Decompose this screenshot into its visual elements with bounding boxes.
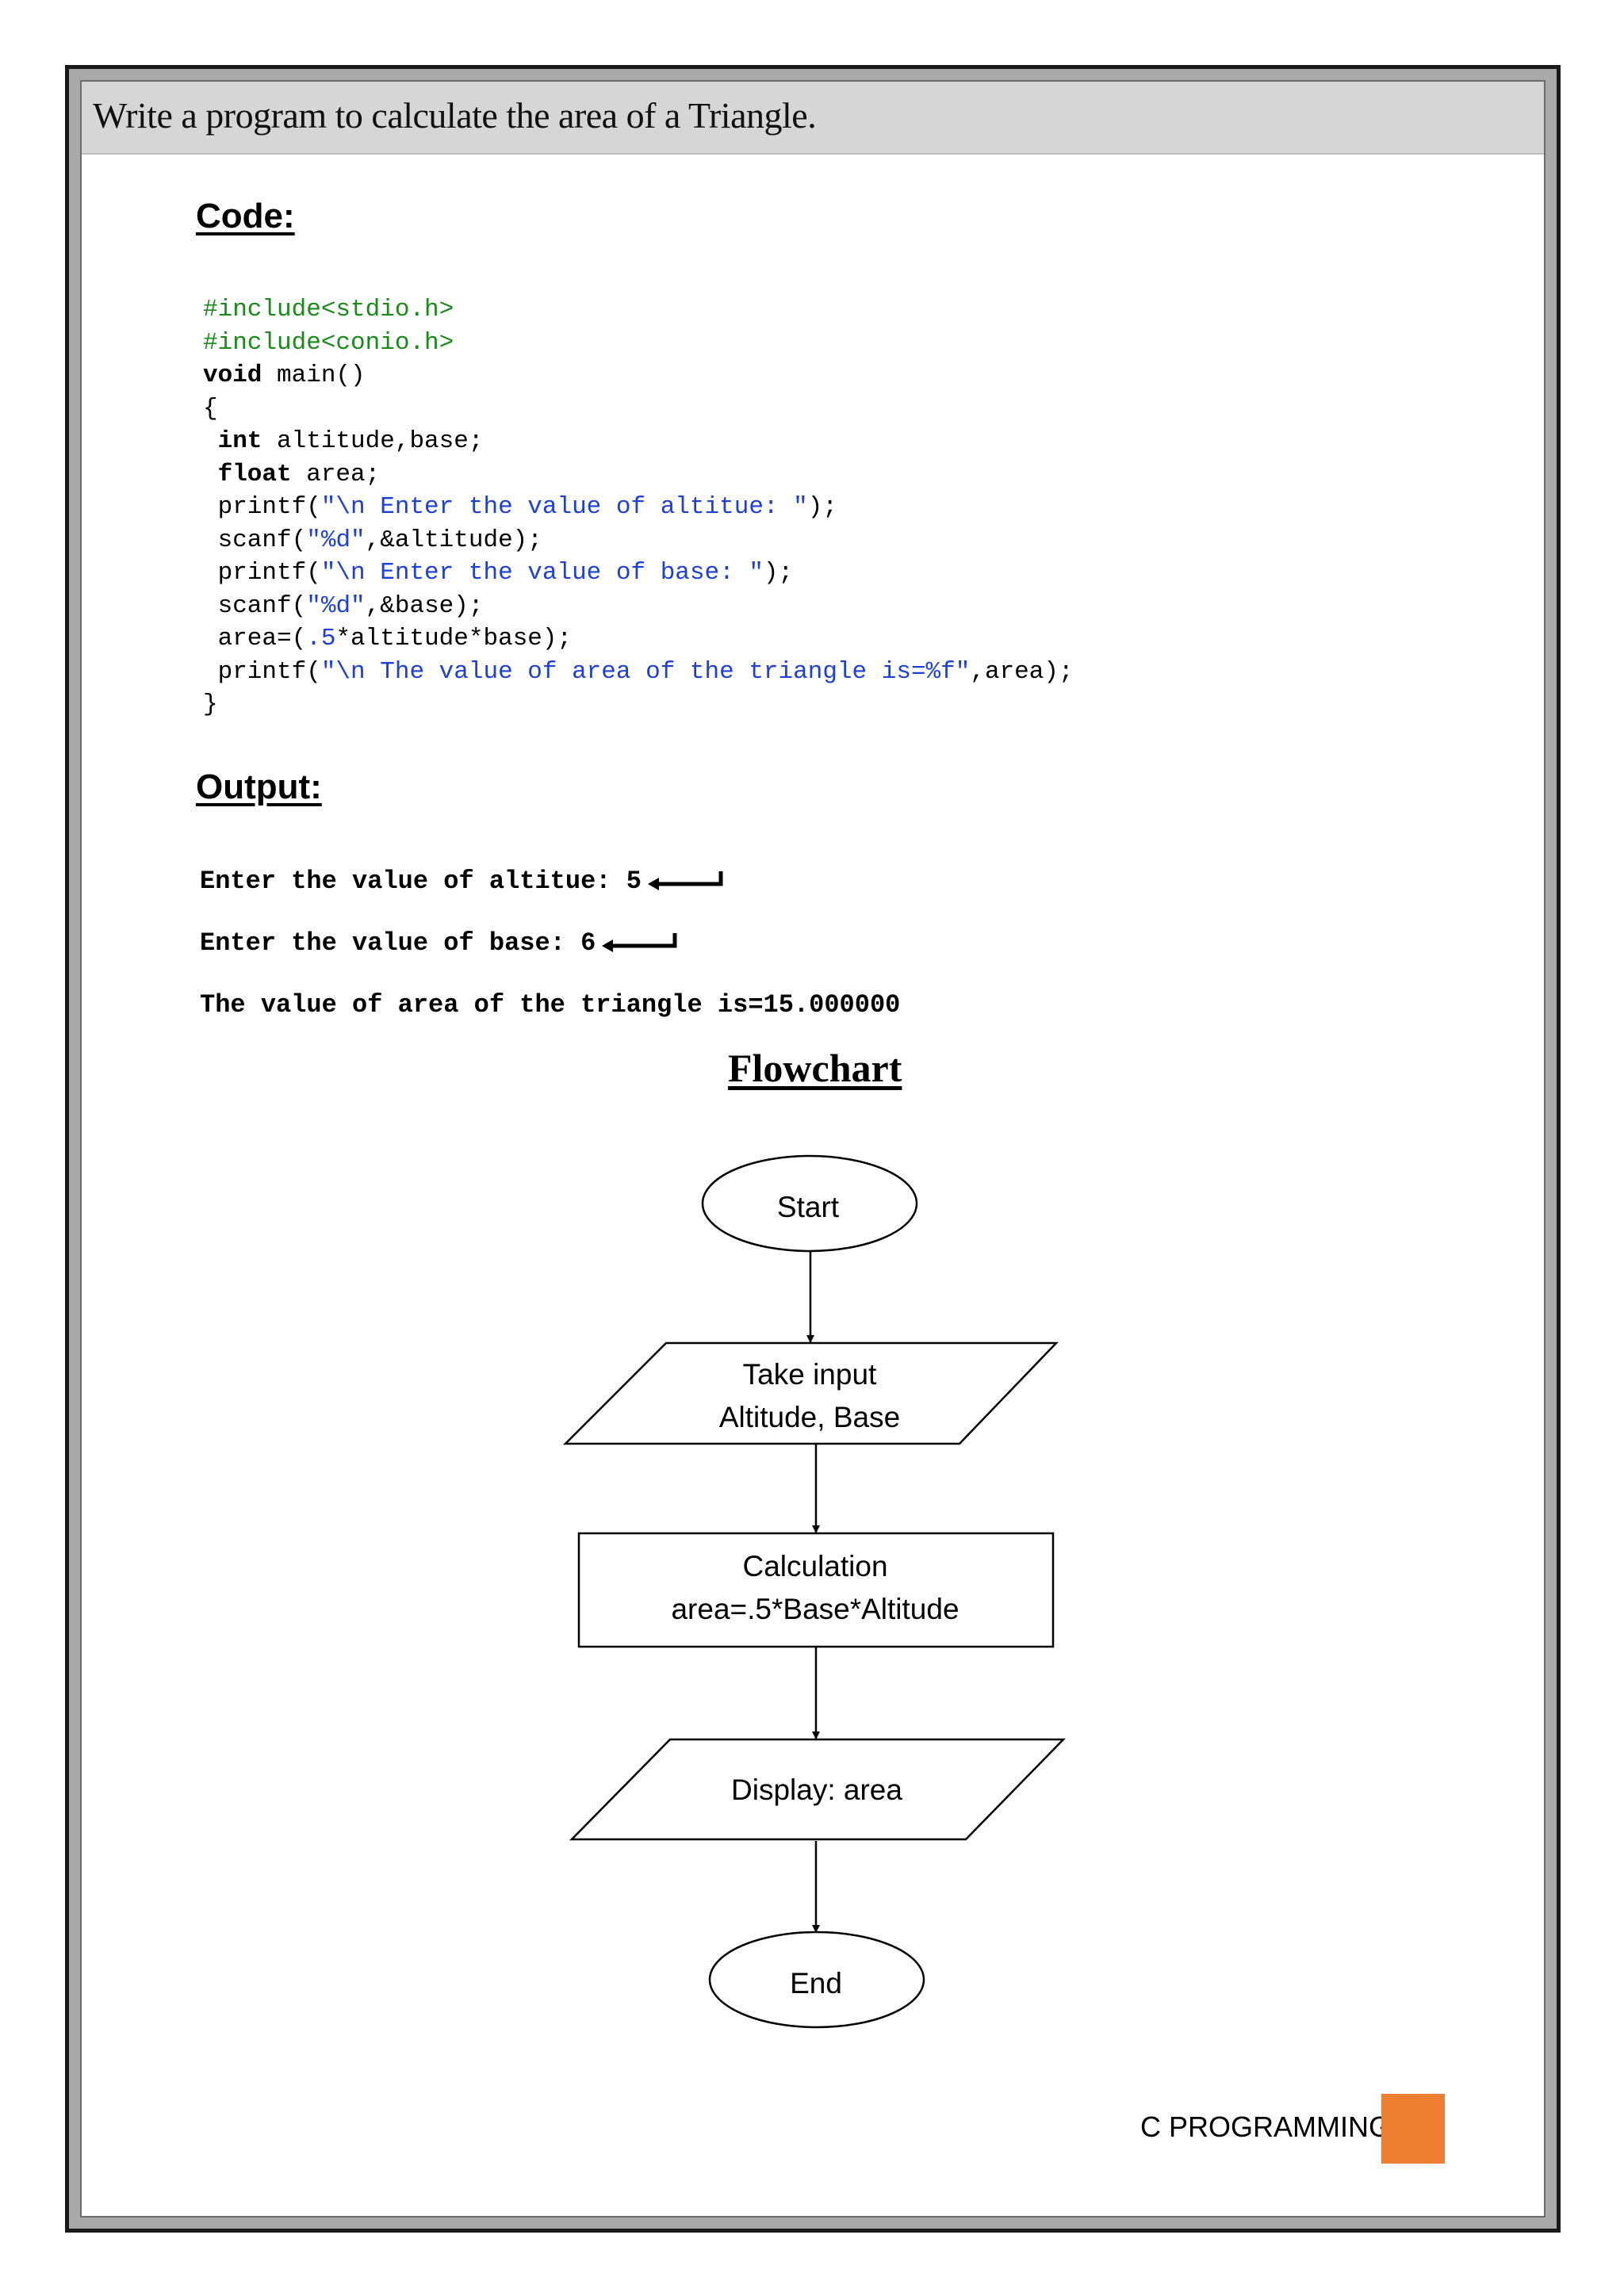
code-token: { <box>203 394 218 423</box>
code-token: float <box>203 460 292 488</box>
code-token: int <box>203 427 262 455</box>
code-token: ); <box>807 493 837 521</box>
page-frame: Write a program to calculate the area of… <box>65 65 1561 2233</box>
code-line: } <box>203 688 1074 721</box>
code-heading: Code: <box>196 197 295 235</box>
code-token: scanf( <box>203 591 307 620</box>
code-line: float area; <box>203 458 1074 492</box>
page-content-area: Write a program to calculate the area of… <box>80 80 1545 2218</box>
header-bar: Write a program to calculate the area of… <box>82 82 1544 155</box>
output-heading: Output: <box>196 767 322 806</box>
output-line: The value of area of the triangle is=15.… <box>200 990 900 1020</box>
code-token: printf( <box>203 493 321 521</box>
code-token: #include<stdio.h> <box>203 296 454 323</box>
code-line: area=(.5*altitude*base); <box>203 622 1074 656</box>
code-token: ,area); <box>970 657 1074 686</box>
output-label: Display: area <box>731 1774 902 1806</box>
code-token: main() <box>262 362 366 389</box>
code-token: scanf( <box>203 526 307 554</box>
process-label-line1: Calculation <box>742 1550 887 1582</box>
code-line: scanf("%d",&base); <box>203 590 1074 623</box>
output-text: Enter the value of altitue: 5 <box>200 867 642 896</box>
code-line: { <box>203 392 1074 426</box>
input-label-line1: Take input <box>743 1358 877 1391</box>
page-title: Write a program to calculate the area of… <box>93 95 817 136</box>
output-text: Enter the value of base: 6 <box>200 928 596 958</box>
end-label: End <box>790 1967 842 1999</box>
output-parallelogram <box>569 1738 1066 1841</box>
code-token: ,&base); <box>365 591 484 620</box>
input-parallelogram <box>562 1341 1059 1445</box>
output-text: The value of area of the triangle is=15.… <box>200 990 901 1020</box>
code-line: printf("\n Enter the value of base: "); <box>203 557 1074 590</box>
enter-key-icon <box>647 871 723 890</box>
code-line: #include<stdio.h> <box>203 293 1074 327</box>
code-token: "\n Enter the value of base: " <box>320 559 764 587</box>
input-label-line2: Altitude, Base <box>719 1401 900 1433</box>
code-line: scanf("%d",&altitude); <box>203 524 1074 557</box>
flowchart-title: Flowchart <box>728 1046 902 1090</box>
code-token: .5 <box>306 625 336 652</box>
footer-label: C PROGRAMMING <box>1140 2110 1392 2143</box>
code-token: "%d" <box>306 591 366 620</box>
code-token: ,&altitude); <box>365 526 542 554</box>
code-token: altitude,base; <box>262 427 484 455</box>
code-line: void main() <box>203 359 1074 392</box>
code-token: void <box>203 362 262 389</box>
process-box <box>577 1532 1055 1648</box>
end-terminal <box>708 1931 925 2029</box>
output-line: Enter the value of base: 6 <box>200 928 678 958</box>
code-token: "\n The value of area of the triangle is… <box>320 657 971 686</box>
code-line: printf("\n Enter the value of altitue: "… <box>203 491 1074 524</box>
code-token: ); <box>763 559 794 587</box>
output-line: Enter the value of altitue: 5 <box>200 867 724 896</box>
code-line: printf("\n The value of area of the tria… <box>203 656 1074 689</box>
code-token: printf( <box>203 559 321 587</box>
code-token: "%d" <box>306 526 366 554</box>
code-token: #include<conio.h> <box>203 328 454 357</box>
footer-accent-box <box>1381 2094 1445 2164</box>
code-token: } <box>203 691 218 718</box>
code-token: printf( <box>203 657 321 686</box>
process-label-line2: area=.5*Base*Altitude <box>671 1593 959 1625</box>
code-token: area=( <box>203 625 307 652</box>
enter-key-icon <box>602 932 677 952</box>
code-line: #include<conio.h> <box>203 327 1074 360</box>
code-listing: #include<stdio.h>#include<conio.h>void m… <box>203 293 1074 721</box>
code-token: "\n Enter the value of altitue: " <box>320 493 808 521</box>
code-line: int altitude,base; <box>203 425 1074 458</box>
start-label: Start <box>777 1191 840 1223</box>
code-token: *altitude*base); <box>335 625 573 652</box>
code-token: area; <box>291 460 381 488</box>
